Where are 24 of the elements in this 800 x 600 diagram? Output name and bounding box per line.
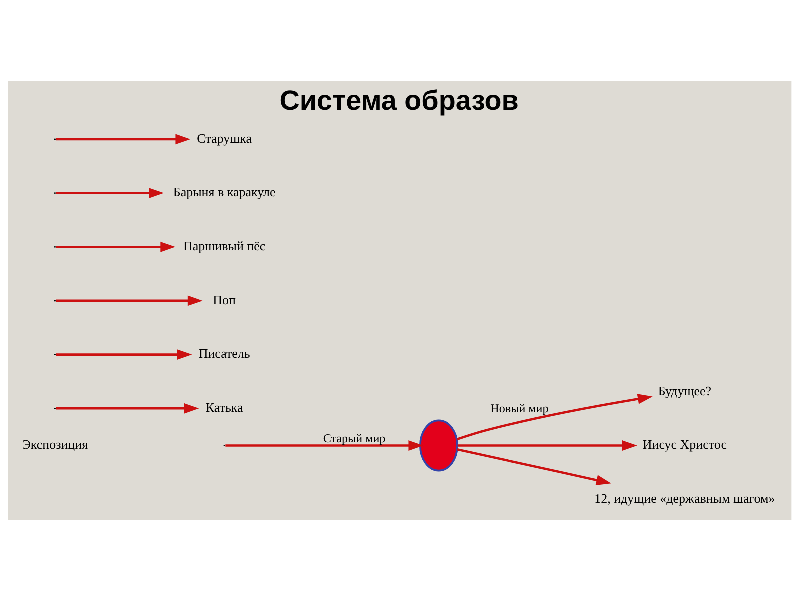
arrow — [458, 440, 638, 450]
arrow — [56, 402, 200, 414]
node-text: Поп — [213, 292, 236, 307]
node-text: Катька — [206, 400, 244, 415]
arrow — [56, 188, 164, 198]
node-circle — [420, 419, 458, 472]
node-text: Паршивый пёс — [184, 238, 266, 254]
label: Экспозиция — [22, 436, 88, 452]
arrow — [456, 394, 653, 440]
diagram-title: Система образов — [280, 84, 519, 116]
edge-label: Новый мир — [490, 401, 549, 416]
node-text: 12, идущие «державным шагом» — [594, 490, 776, 506]
edge-label: Старый мир — [323, 430, 386, 445]
arrow — [457, 448, 612, 485]
arrow — [56, 295, 203, 306]
node-text: Барыня в каракуле — [173, 184, 276, 200]
node-text: Старушка — [197, 130, 252, 146]
node-text: Будущее? — [658, 382, 712, 398]
arrow — [56, 134, 191, 144]
node-text: Иисус Христос — [642, 436, 727, 452]
arrow — [56, 349, 192, 360]
arrow — [56, 241, 176, 252]
node-text: Писатель — [198, 346, 250, 361]
arrow — [226, 440, 424, 450]
